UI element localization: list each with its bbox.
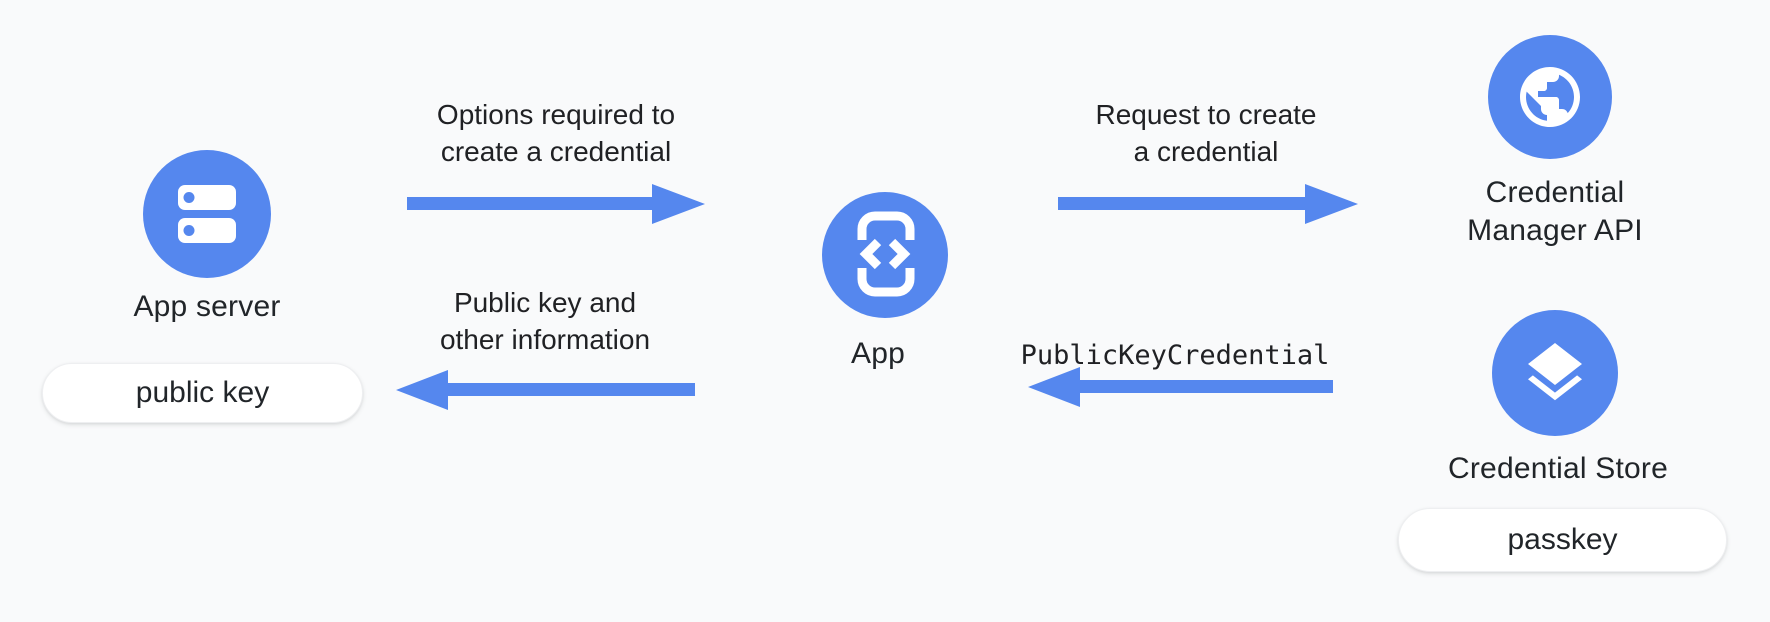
request-arrow-label: Request to create a credential	[1095, 99, 1317, 167]
public-key-pill: public key	[42, 363, 363, 423]
public-key-credential-arrow-head	[1028, 367, 1080, 407]
request-arrow-shaft	[1058, 197, 1306, 210]
options-arrow-label: Options required to create a credential	[436, 99, 676, 167]
public-key-info-arrow-shaft	[448, 383, 695, 396]
code-phone-icon	[822, 192, 948, 318]
layers-icon	[1492, 310, 1618, 436]
public-key-pill-label: public key	[135, 376, 270, 409]
app-label: App	[851, 337, 905, 370]
app-server-label: App server	[133, 290, 281, 323]
server-icon	[143, 150, 271, 278]
public-key-info-arrow-head	[396, 370, 448, 410]
passkey-pill-label: passkey	[1507, 523, 1618, 556]
public-key-info-arrow-label: Public key and other information	[439, 287, 651, 355]
credential-store-label: Credential Store	[1448, 452, 1668, 485]
options-arrow-head	[652, 184, 705, 224]
globe-icon	[1488, 35, 1612, 159]
options-arrow-shaft	[407, 197, 653, 210]
public-key-credential-label: PublicKeyCredential	[1020, 340, 1330, 371]
request-arrow-head	[1305, 184, 1358, 224]
public-key-credential-arrow-shaft	[1080, 380, 1333, 393]
passkey-pill: passkey	[1398, 508, 1727, 572]
credential-manager-api-label: Credential Manager API	[1467, 176, 1643, 247]
